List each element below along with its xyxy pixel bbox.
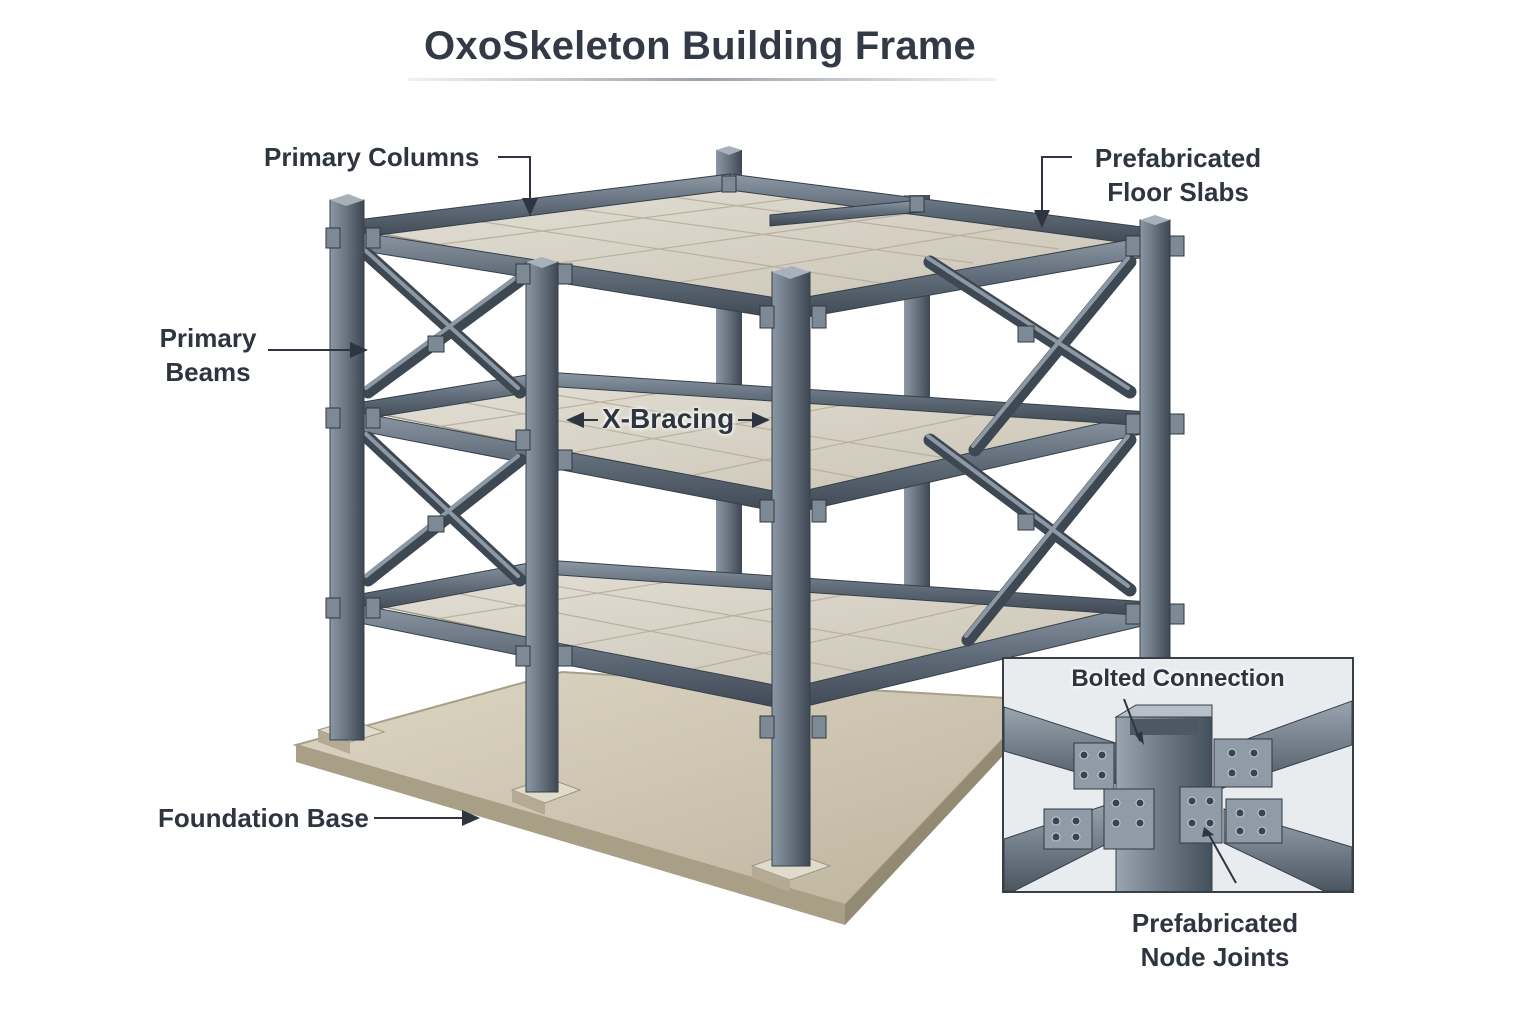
foundation-base — [292, 670, 1043, 925]
label-primary-beams-line1: Primary — [159, 323, 257, 353]
label-primary-beams: Primary Beams — [150, 321, 266, 389]
bolted-connection-inset: Bolted Connection — [1002, 657, 1354, 893]
joint-plates — [325, 175, 1185, 739]
x-bracing-highlights — [364, 249, 1130, 638]
label-foundation-base: Foundation Base — [158, 803, 369, 833]
title-underline — [408, 78, 996, 81]
label-node-joints-line1: Prefabricated — [1131, 908, 1299, 938]
label-node-joints: Prefabricated Node Joints — [1120, 906, 1310, 974]
diagram-title: OxoSkeleton Building Frame — [424, 24, 976, 68]
label-primary-beams-line2: Beams — [165, 357, 251, 387]
primary-column-members — [329, 146, 1171, 867]
label-floor-slabs: Prefabricated Floor Slabs — [1078, 141, 1278, 209]
label-x-bracing: X-Bracing — [602, 403, 735, 434]
label-node-joints-line2: Node Joints — [1140, 942, 1290, 972]
inset-label-bolted-connection: Bolted Connection — [1071, 665, 1285, 692]
label-primary-columns: Primary Columns — [264, 142, 480, 172]
bolted-connection-detail — [1004, 698, 1352, 891]
callout-leaders — [268, 156, 1072, 826]
label-floor-slabs-line2: Floor Slabs — [1107, 177, 1249, 207]
label-floor-slabs-line1: Prefabricated — [1094, 143, 1262, 173]
